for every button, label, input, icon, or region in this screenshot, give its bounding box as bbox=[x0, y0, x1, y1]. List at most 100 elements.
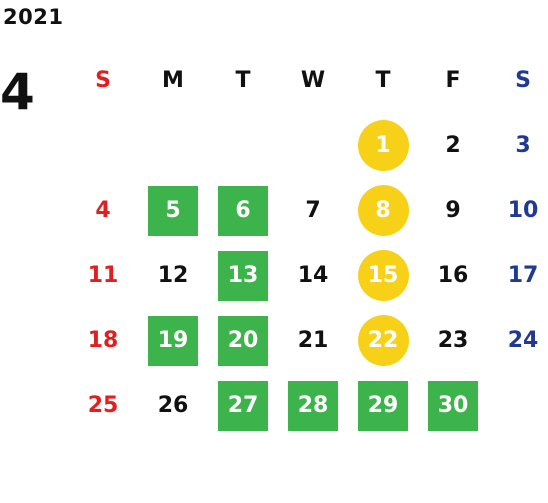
green-highlight: 29 bbox=[358, 380, 408, 431]
day-number-box: 9 bbox=[445, 198, 460, 223]
day-number: 22 bbox=[367, 328, 399, 353]
day-cell[interactable]: 23 bbox=[418, 308, 488, 373]
day-number: 5 bbox=[165, 198, 181, 223]
day-cell[interactable]: 27 bbox=[208, 373, 278, 438]
month-number: 4 bbox=[0, 63, 35, 121]
day-number-box: 25 bbox=[88, 393, 119, 418]
day-cell[interactable]: 2 bbox=[418, 113, 488, 178]
weekday-header: S bbox=[515, 68, 531, 93]
day-number: 27 bbox=[227, 393, 259, 418]
day-number: 16 bbox=[437, 263, 469, 288]
empty-day-cell bbox=[138, 113, 208, 178]
day-number: 29 bbox=[367, 393, 399, 418]
day-number: 12 bbox=[157, 263, 189, 288]
day-number: 3 bbox=[515, 133, 531, 158]
green-highlight: 28 bbox=[288, 380, 338, 431]
day-number: 4 bbox=[95, 198, 111, 223]
green-highlight: 30 bbox=[428, 380, 478, 431]
day-cell[interactable]: 28 bbox=[278, 373, 348, 438]
day-number: 24 bbox=[507, 328, 539, 353]
yellow-highlight: 22 bbox=[357, 315, 409, 366]
day-cell[interactable]: 21 bbox=[278, 308, 348, 373]
day-number: 15 bbox=[367, 263, 399, 288]
day-number: 23 bbox=[437, 328, 469, 353]
day-number-box: 4 bbox=[95, 198, 110, 223]
weekday-header: T bbox=[375, 68, 391, 93]
green-highlight: 19 bbox=[148, 315, 198, 366]
empty-day-cell bbox=[488, 373, 548, 438]
day-number-box: 14 bbox=[298, 263, 329, 288]
green-highlight: 5 bbox=[148, 185, 198, 236]
day-number-box: 7 bbox=[305, 198, 320, 223]
day-number: 20 bbox=[227, 328, 259, 353]
day-cell[interactable]: 15 bbox=[348, 243, 418, 308]
day-cell[interactable]: 18 bbox=[68, 308, 138, 373]
day-number-box: 3 bbox=[515, 133, 530, 158]
day-number: 13 bbox=[227, 263, 259, 288]
day-cell[interactable]: 25 bbox=[68, 373, 138, 438]
day-number: 9 bbox=[445, 198, 461, 223]
day-number-box: 18 bbox=[88, 328, 119, 353]
day-number-box: 21 bbox=[298, 328, 329, 353]
weekday-header: S bbox=[95, 68, 111, 93]
green-highlight: 13 bbox=[218, 250, 268, 301]
day-cell[interactable]: 30 bbox=[418, 373, 488, 438]
day-number: 21 bbox=[297, 328, 329, 353]
day-cell[interactable]: 22 bbox=[348, 308, 418, 373]
green-highlight: 20 bbox=[218, 315, 268, 366]
year-label: 2021 bbox=[3, 5, 64, 29]
day-cell[interactable]: 5 bbox=[138, 178, 208, 243]
day-number: 28 bbox=[297, 393, 329, 418]
day-number: 7 bbox=[305, 198, 321, 223]
day-number: 8 bbox=[375, 198, 391, 223]
day-number: 17 bbox=[507, 263, 539, 288]
yellow-highlight: 1 bbox=[357, 120, 409, 171]
day-number: 10 bbox=[507, 198, 539, 223]
weekday-header: T bbox=[235, 68, 251, 93]
day-number-box: 26 bbox=[158, 393, 189, 418]
day-number: 25 bbox=[87, 393, 119, 418]
day-number-box: 11 bbox=[88, 263, 119, 288]
day-cell[interactable]: 19 bbox=[138, 308, 208, 373]
day-cell[interactable]: 11 bbox=[68, 243, 138, 308]
day-cell[interactable]: 29 bbox=[348, 373, 418, 438]
empty-day-cell bbox=[278, 113, 348, 178]
day-number-box: 16 bbox=[438, 263, 469, 288]
weekday-header: F bbox=[445, 68, 461, 93]
day-cell[interactable]: 14 bbox=[278, 243, 348, 308]
day-number: 18 bbox=[87, 328, 119, 353]
day-cell[interactable]: 6 bbox=[208, 178, 278, 243]
day-cell[interactable]: 7 bbox=[278, 178, 348, 243]
day-cell[interactable]: 4 bbox=[68, 178, 138, 243]
day-number: 6 bbox=[235, 198, 251, 223]
day-cell[interactable]: 24 bbox=[488, 308, 548, 373]
day-cell[interactable]: 8 bbox=[348, 178, 418, 243]
day-cell[interactable]: 9 bbox=[418, 178, 488, 243]
day-cell[interactable]: 1 bbox=[348, 113, 418, 178]
day-number-box: 12 bbox=[158, 263, 189, 288]
day-number-box: 10 bbox=[508, 198, 539, 223]
yellow-highlight: 15 bbox=[357, 250, 409, 301]
day-cell[interactable]: 17 bbox=[488, 243, 548, 308]
green-highlight: 6 bbox=[218, 185, 268, 236]
day-cell[interactable]: 13 bbox=[208, 243, 278, 308]
day-number: 30 bbox=[437, 393, 469, 418]
yellow-highlight: 8 bbox=[357, 185, 409, 236]
green-highlight: 27 bbox=[218, 380, 268, 431]
weekday-header: W bbox=[300, 68, 326, 93]
day-cell[interactable]: 10 bbox=[488, 178, 548, 243]
day-number-box: 17 bbox=[508, 263, 539, 288]
day-cell[interactable]: 16 bbox=[418, 243, 488, 308]
day-cell[interactable]: 3 bbox=[488, 113, 548, 178]
day-number-box: 24 bbox=[508, 328, 539, 353]
day-cell[interactable]: 12 bbox=[138, 243, 208, 308]
day-number: 19 bbox=[157, 328, 189, 353]
day-cell[interactable]: 20 bbox=[208, 308, 278, 373]
day-number: 14 bbox=[297, 263, 329, 288]
day-number-box: 23 bbox=[438, 328, 469, 353]
empty-day-cell bbox=[68, 113, 138, 178]
day-number-box: 2 bbox=[445, 133, 460, 158]
empty-day-cell bbox=[208, 113, 278, 178]
day-number: 26 bbox=[157, 393, 189, 418]
day-cell[interactable]: 26 bbox=[138, 373, 208, 438]
